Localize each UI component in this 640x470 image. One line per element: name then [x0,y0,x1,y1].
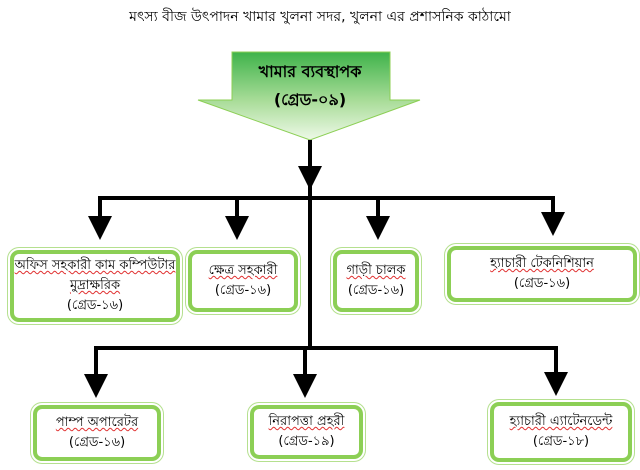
node-name: অফিস সহকারী কাম কম্পিউটার মুদ্রাক্ষরিক [14,258,176,293]
node-grade: (গ্রেড-১৬) [214,283,272,298]
node-name: ক্ষেত্র সহকারী [208,263,278,278]
node-name: নিরাপত্তা প্রহরী [268,414,345,429]
node-grade: (গ্রেড-০৯) [273,90,347,109]
node-office-assistant: অফিস সহকারী কাম কম্পিউটার মুদ্রাক্ষরিক (… [10,250,180,322]
node-driver: গাড়ী চালক (গ্রেড-১৬) [333,250,419,312]
head-node: খামার ব্যবস্থাপক (গ্রেড-০৯) [232,58,388,114]
chart-title: মৎস্য বীজ উৎপাদন খামার খুলনা সদর, খুলনা … [129,9,511,25]
node-name: খামার ব্যবস্থাপক [258,62,362,81]
node-grade: (গ্রেড-১৬) [66,298,124,313]
node-grade: (গ্রেড-১৬) [513,276,571,291]
node-grade: (গ্রেড-১৮) [532,434,590,449]
node-security-guard: নিরাপত্তা প্রহরী (গ্রেড-১৯) [250,405,363,459]
node-name: হ্যাচারী টেকনিশিয়ান [490,256,594,271]
node-name: হ্যাচারী এ্যাটেনডেন্ট [509,414,613,429]
node-field-assistant: ক্ষেত্র সহকারী (গ্রেড-১৬) [188,250,298,312]
node-pump-operator: পাম্প অপারেটর (গ্রেড-১৬) [33,405,161,461]
node-grade: (গ্রেড-১৬) [347,283,405,298]
node-hatchery-technician: হ্যাচারী টেকনিশিয়ান (গ্রেড-১৬) [447,246,637,302]
head-arrow-shape [197,51,421,141]
node-name: গাড়ী চালক [346,263,406,278]
node-grade: (গ্রেড-১৯) [278,434,335,449]
node-grade: (গ্রেড-১৬) [68,435,126,450]
node-name: পাম্প অপারেটর [55,415,139,430]
node-hatchery-attendant: হ্যাচারী এ্যাটেনডেন্ট (গ্রেড-১৮) [490,402,632,462]
